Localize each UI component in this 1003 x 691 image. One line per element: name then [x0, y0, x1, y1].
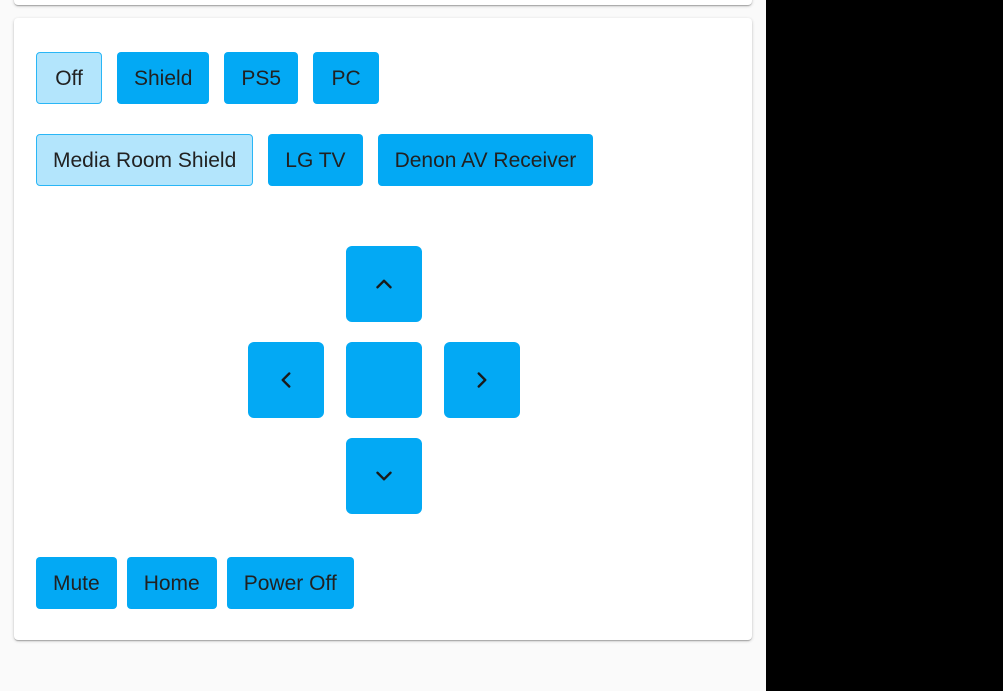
- source-button-off[interactable]: Off: [36, 52, 102, 104]
- action-button-row: Mute Home Power Off: [36, 557, 354, 609]
- page-viewport: Off Shield PS5 PC Media Room Shield LG T…: [0, 0, 766, 691]
- source-button-ps5-label: PS5: [241, 66, 282, 90]
- mute-button-label: Mute: [53, 571, 100, 595]
- source-button-ps5[interactable]: PS5: [224, 52, 299, 104]
- directional-pad: [248, 246, 520, 518]
- power-off-button[interactable]: Power Off: [226, 557, 354, 609]
- device-button-lg-tv[interactable]: LG TV: [268, 134, 363, 186]
- source-button-off-label: Off: [55, 66, 83, 90]
- dpad-right-button[interactable]: [444, 342, 520, 418]
- home-button-label: Home: [143, 571, 200, 595]
- source-selector-row: Off Shield PS5 PC: [36, 52, 380, 104]
- device-button-denon-av-receiver[interactable]: Denon AV Receiver: [377, 134, 594, 186]
- home-button[interactable]: Home: [126, 557, 217, 609]
- chevron-right-icon: [469, 367, 495, 393]
- power-off-button-label: Power Off: [243, 571, 337, 595]
- mute-button[interactable]: Mute: [36, 557, 117, 609]
- dpad-left-button[interactable]: [248, 342, 324, 418]
- device-button-media-room-shield-label: Media Room Shield: [53, 148, 237, 172]
- source-button-pc-label: PC: [331, 66, 361, 90]
- dpad-ok-button[interactable]: [346, 342, 422, 418]
- dpad-up-button[interactable]: [346, 246, 422, 322]
- chevron-left-icon: [273, 367, 299, 393]
- device-button-lg-tv-label: LG TV: [285, 148, 346, 172]
- source-button-pc[interactable]: PC: [313, 52, 380, 104]
- chevron-up-icon: [371, 271, 397, 297]
- device-button-media-room-shield[interactable]: Media Room Shield: [36, 134, 254, 186]
- chevron-down-icon: [371, 463, 397, 489]
- device-button-denon-av-receiver-label: Denon AV Receiver: [394, 148, 577, 172]
- source-button-shield[interactable]: Shield: [117, 52, 210, 104]
- remote-control-card: Off Shield PS5 PC Media Room Shield LG T…: [14, 18, 752, 640]
- previous-card-fragment: [14, 0, 752, 5]
- dpad-down-button[interactable]: [346, 438, 422, 514]
- device-selector-row: Media Room Shield LG TV Denon AV Receive…: [36, 134, 594, 186]
- source-button-shield-label: Shield: [134, 66, 193, 90]
